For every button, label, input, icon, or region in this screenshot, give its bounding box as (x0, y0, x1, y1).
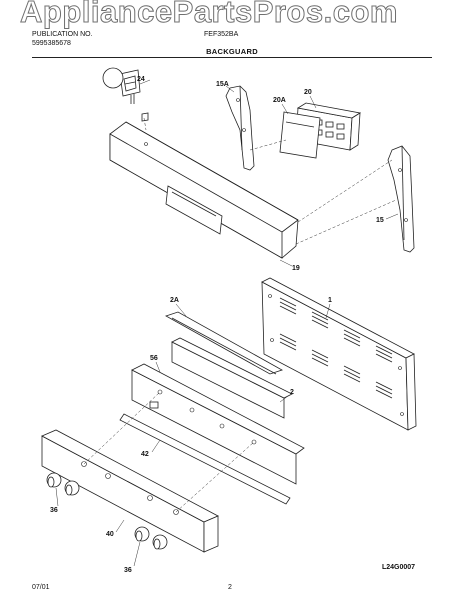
part-36-knobs-right[interactable] (134, 526, 168, 550)
watermark-logo: AppliancePartsPros.com (20, 0, 398, 30)
part-2a-shield[interactable] (165, 311, 283, 375)
part-56-bracket[interactable] (131, 363, 305, 485)
part-15-right-bracket[interactable] (387, 145, 415, 253)
part-42-trim[interactable] (119, 413, 291, 505)
footer-date: 07/01 (32, 584, 50, 591)
part-15a-left-bracket[interactable] (225, 85, 255, 171)
leader-19 (279, 259, 293, 267)
label-42: 42 (141, 451, 149, 458)
lower-guide-lines (83, 391, 255, 513)
label-15a: 15A (216, 81, 229, 88)
label-20: 20 (304, 89, 312, 96)
label-15: 15 (376, 217, 384, 224)
part-20a-overlay[interactable] (279, 111, 321, 159)
leader-36-left (55, 487, 59, 507)
part-36-knobs-left[interactable] (46, 472, 80, 496)
part-2-panel[interactable] (171, 337, 293, 419)
label-1: 1 (328, 297, 332, 304)
leader-15 (385, 213, 399, 220)
label-56: 56 (150, 355, 158, 362)
section-title: BACKGUARD (206, 47, 258, 56)
leader-15a (225, 85, 235, 93)
leader-2a (175, 303, 187, 317)
label-36-right: 36 (124, 567, 132, 574)
leader-24 (139, 79, 151, 85)
part-19-backguard-panel[interactable] (109, 121, 299, 259)
part-40-control-panel[interactable] (41, 429, 219, 553)
footer-drawing-code: L24G0007 (382, 564, 416, 571)
label-36-left: 36 (50, 507, 58, 514)
leader-20 (309, 95, 317, 109)
part-24-rocker-switch[interactable] (102, 67, 149, 122)
part-1-rear-panel[interactable] (261, 277, 417, 431)
leader-40 (115, 519, 125, 533)
label-24: 24 (137, 76, 145, 83)
publication-number: 5995385678 (32, 40, 71, 47)
leader-20a (281, 103, 289, 115)
label-40: 40 (106, 531, 114, 538)
footer-page: 2 (228, 584, 232, 591)
leader-56 (155, 361, 161, 373)
leader-36-right (133, 541, 141, 567)
publication-label: PUBLICATION NO. (32, 31, 93, 38)
model-number: FEF352BA (204, 31, 239, 38)
header-rule (32, 57, 432, 58)
label-20a: 20A (273, 97, 286, 104)
label-19: 19 (292, 265, 300, 272)
label-2: 2 (290, 389, 294, 396)
leader-1 (325, 303, 331, 319)
leader-42 (151, 439, 161, 453)
leader-2 (279, 395, 289, 403)
label-2a: 2A (170, 297, 179, 304)
assembly-guide-lines (143, 117, 397, 245)
